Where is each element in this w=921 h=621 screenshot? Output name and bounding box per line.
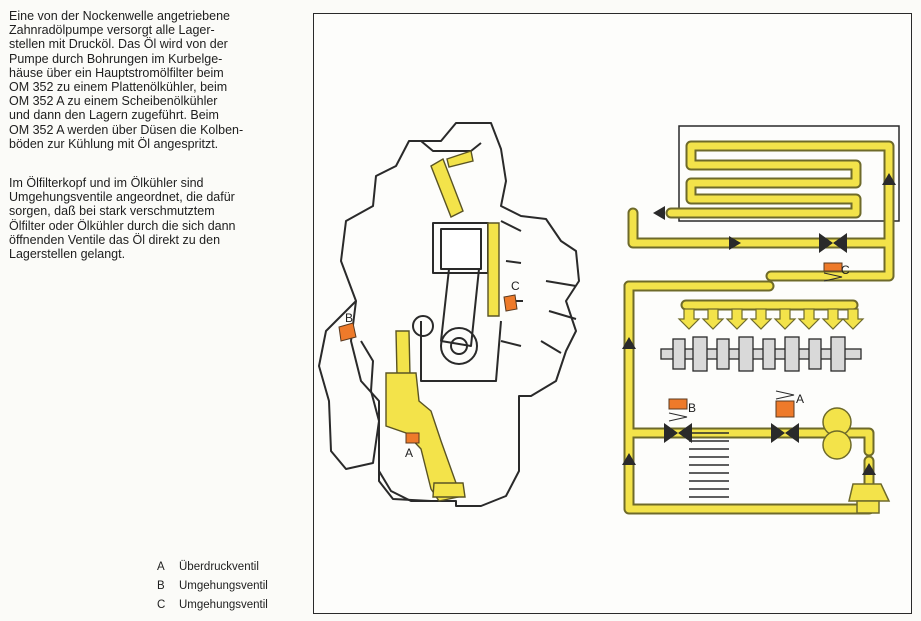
legend-item: C Umgehungsventil [157,596,268,615]
valve-b-spring-icon [668,398,688,410]
text-line: böden zur Kühlung mit Öl angespritzt. [9,136,219,151]
text-line: OM 352 A zu einem Scheibenölkühler [9,94,218,109]
valve-b-icon [664,423,692,443]
down-arrow-icon [677,308,701,330]
valve-legend: A Überdruckventil B Umgehungsventil C Um… [157,558,268,615]
text-line: Lagerstellen gelangt. [9,247,126,262]
text-line: Eine von der Nockenwelle angetriebene [9,9,230,23]
flow-arrow-icon [622,337,636,349]
legend-label: Umgehungsventil [179,580,268,592]
down-arrow-icon [841,308,865,330]
lubrication-diagram-frame: A B C [313,13,912,614]
valve-cover [420,140,482,152]
main-gallery [487,222,500,317]
legend-item: A Überdruckventil [157,558,268,577]
bearing-feed-arrows [677,308,865,330]
description-paragraph-2: Im Ölfilterkopf und im Ölkühler sind Umg… [9,176,309,261]
block-ribs [500,220,523,347]
engine-label-c: C [511,279,520,293]
oil-pump-housing [385,372,465,502]
valve-a-icon [771,423,799,443]
valve-c-spring-icon [823,262,843,272]
text-line: Ölfilter oder Ölkühler durch die sich da… [9,218,236,233]
down-arrow-icon [821,308,845,330]
valve-a-symbol [771,390,799,443]
text-line: OM 352 zu einem Plattenölkühler, beim [9,80,228,95]
cam-spray-tube [446,150,474,168]
engine-block-outline [340,122,580,507]
injector [430,157,464,218]
text-line: häuse über ein Hauptstromölfilter beim [9,65,224,80]
valve-c-icon [819,233,847,253]
crank-pin [450,337,468,355]
flow-arrow-icon [622,453,636,465]
oil-cooler-housing [678,125,900,222]
camshaft [412,315,434,337]
engine-valves [338,294,518,444]
engine-oil-paths [385,150,500,502]
text-line: öffnenden Ventile das Öl direkt zu den [9,232,221,247]
down-arrow-icon [725,308,749,330]
text-line: OM 352 A werden über Düsen die Kolben- [9,122,244,137]
valve-a-spring-icon [775,400,795,418]
piston [440,228,482,270]
cooler-plates [689,432,729,498]
connecting-rod [440,268,480,347]
text-line: Zahnradölpumpe versorgt alle Lager- [9,23,215,38]
text-line: sorgen, daß bei stark verschmutztem [9,204,215,219]
flow-arrow-icon [882,173,896,185]
lubrication-diagram: A B C [318,122,900,515]
legend-label: Umgehungsventil [179,599,268,611]
left-manifold-outline [318,300,380,470]
valve-c-icon [503,294,518,312]
down-arrow-icon [773,308,797,330]
legend-key: B [157,580,165,592]
filter-icon [822,407,852,460]
valve-b-symbol [664,398,692,443]
flow-arrow-icon [862,463,876,475]
oil-strainer [432,482,466,498]
crankshaft-icon [660,336,862,372]
flow-arrow-icon [653,206,665,220]
sump-outline [378,441,432,502]
schematic-label-c: C [841,263,850,277]
crankshaft-journal [440,327,478,365]
engine-label-b: B [345,311,353,325]
text-line: Pumpe durch Bohrungen im Kurbelge- [9,51,223,66]
engine-label-a: A [405,446,413,460]
legend-label: Überdruckventil [179,561,259,573]
oil-circuit-schematic [622,125,900,515]
text-line: Im Ölfilterkopf und im Ölkühler sind [9,176,204,190]
legend-key: C [157,599,166,611]
engine-cross-section [318,122,580,507]
text-line: Umgehungsventile angeordnet, die dafür [9,190,235,205]
text-line: stellen mit Drucköl. Das Öl wird von der [9,37,228,52]
text-line: und dann den Lagern zugeführt. Beim [9,108,219,123]
down-arrow-icon [749,308,773,330]
right-side-detail [540,280,577,354]
valve-a-icon [405,432,420,444]
schematic-label-b: B [688,401,696,415]
flow-arrow-icon [729,236,741,250]
valve-b-icon [338,322,357,342]
valve-c-symbol [819,233,847,282]
crankcase-web [420,320,502,382]
down-arrow-icon [701,308,725,330]
schematic-label-a: A [796,392,804,406]
description-paragraph-1: Eine von der Nockenwelle angetriebene Za… [9,9,309,151]
legend-key: A [157,561,165,573]
oil-pump-icon [848,483,891,514]
down-arrow-icon [797,308,821,330]
legend-item: B Umgehungsventil [157,577,268,596]
